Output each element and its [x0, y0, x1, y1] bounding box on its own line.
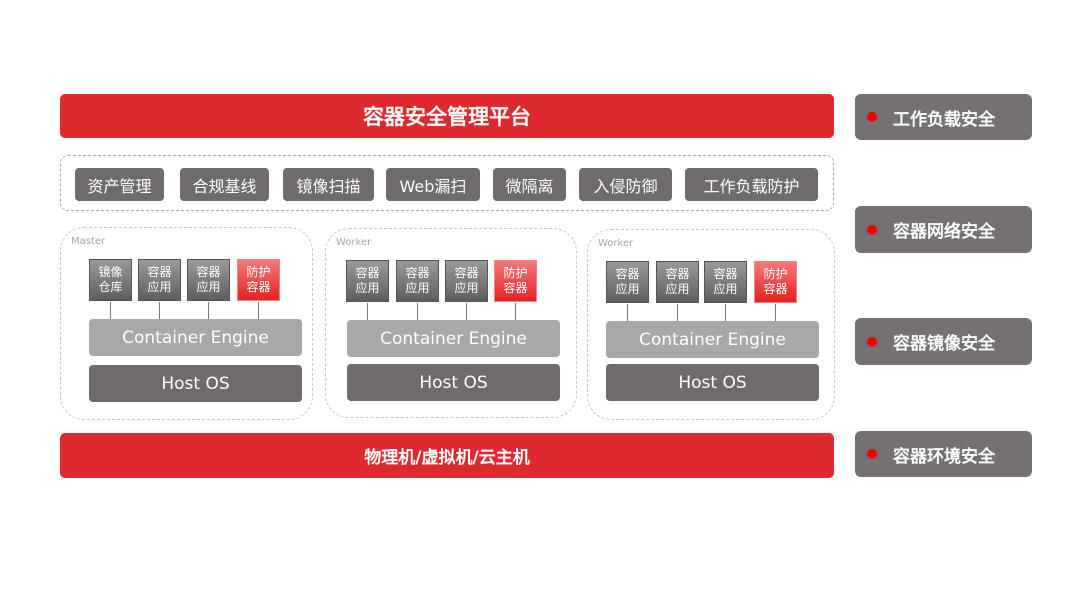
side-item-label: 容器环境安全 [893, 446, 995, 467]
side-item-workload-security: 工作负载安全 [855, 94, 1032, 140]
connector-line [775, 304, 776, 321]
side-item-label: 工作负载安全 [893, 109, 995, 130]
protection-container: 防护容器 [237, 259, 280, 301]
connector-line [627, 304, 628, 321]
bullet-dot-icon [867, 224, 877, 235]
bullet-dot-icon [867, 449, 877, 459]
container-pod: 容器应用 [606, 261, 649, 303]
pod-label: 防护容器 [246, 265, 271, 294]
container-engine: Container Engine [347, 320, 560, 357]
pod-label: 容器应用 [355, 266, 380, 295]
module-group: 资产管理 合规基线 镜像扫描 Web漏扫 微隔离 入侵防御 工作负载防护 [60, 155, 834, 211]
container-pod: 容器应用 [138, 259, 181, 301]
connector-line [159, 302, 160, 319]
side-item-label: 容器网络安全 [893, 222, 995, 242]
module-asset-management: 资产管理 [75, 168, 164, 201]
container-pod: 容器应用 [187, 259, 230, 301]
pod-label: 防护容器 [763, 267, 788, 296]
pod-label: 容器应用 [713, 267, 738, 296]
host-os: Host OS [606, 364, 819, 401]
side-item-label: 容器镜像安全 [893, 334, 995, 354]
node-label: Worker [336, 237, 372, 248]
pod-label: 容器应用 [665, 267, 690, 296]
pod-label: 防护容器 [503, 266, 528, 295]
module-micro-segmentation: 微隔离 [493, 168, 566, 201]
infrastructure-bar: 物理机/虚拟机/云主机 [60, 433, 834, 478]
connector-line [677, 304, 678, 321]
pod-label: 镜像仓库 [98, 265, 123, 294]
container-pod: 容器应用 [346, 260, 389, 302]
connector-line [110, 302, 111, 319]
container-pod: 镜像仓库 [89, 259, 132, 301]
pod-label: 容器应用 [405, 266, 430, 295]
node-label: Worker [598, 238, 634, 249]
module-image-scan: 镜像扫描 [283, 168, 374, 201]
side-item-network-security: 容器网络安全 [855, 206, 1032, 253]
node-label: Master [71, 236, 106, 247]
pod-label: 容器应用 [147, 265, 172, 294]
module-web-vuln-scan: Web漏扫 [386, 168, 480, 201]
container-pod: 容器应用 [445, 260, 488, 302]
connector-line [208, 302, 209, 319]
protection-container: 防护容器 [754, 261, 797, 303]
connector-line [466, 303, 467, 320]
pod-label: 容器应用 [454, 266, 479, 295]
side-item-image-security: 容器镜像安全 [855, 318, 1032, 365]
bullet-dot-icon [867, 112, 877, 122]
connector-line [725, 304, 726, 321]
connector-line [515, 303, 516, 320]
container-engine: Container Engine [606, 321, 819, 358]
side-item-environment-security: 容器环境安全 [855, 431, 1032, 477]
module-workload-protection: 工作负载防护 [685, 168, 818, 201]
connector-line [258, 302, 259, 319]
container-pod: 容器应用 [396, 260, 439, 302]
protection-container: 防护容器 [494, 260, 537, 302]
pod-label: 容器应用 [615, 267, 640, 296]
bullet-dot-icon [867, 336, 877, 347]
container-pod: 容器应用 [656, 261, 699, 303]
connector-line [417, 303, 418, 320]
platform-title-bar: 容器安全管理平台 [60, 94, 834, 138]
infrastructure-title: 物理机/虚拟机/云主机 [364, 448, 530, 468]
module-intrusion-prevention: 入侵防御 [579, 168, 672, 201]
platform-title: 容器安全管理平台 [363, 105, 531, 129]
pod-label: 容器应用 [196, 265, 221, 294]
host-os: Host OS [347, 364, 560, 401]
container-engine: Container Engine [89, 319, 302, 356]
container-pod: 容器应用 [704, 261, 747, 303]
connector-line [367, 303, 368, 320]
module-compliance-baseline: 合规基线 [180, 168, 269, 201]
host-os: Host OS [89, 365, 302, 402]
